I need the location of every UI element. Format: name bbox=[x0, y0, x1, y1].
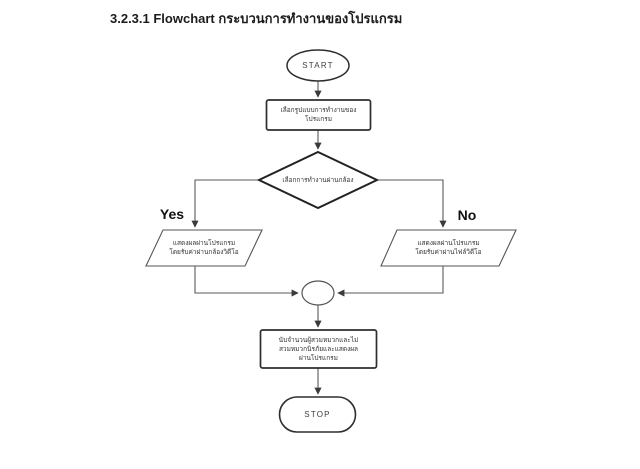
stop-node bbox=[278, 396, 357, 433]
connector-io-camera-to-merge bbox=[194, 266, 299, 297]
connector-decision-yes bbox=[191, 179, 259, 228]
process-select-node bbox=[265, 99, 372, 131]
merge-connector-node bbox=[301, 280, 335, 306]
start-node bbox=[286, 49, 350, 82]
decision-camera-node bbox=[256, 150, 380, 210]
connector-io-file-to-merge bbox=[337, 266, 444, 297]
io-camera-node bbox=[145, 229, 263, 267]
connector-decision-no bbox=[377, 179, 447, 228]
process-count-node bbox=[259, 329, 378, 369]
io-file-node bbox=[380, 229, 517, 267]
flowchart-connectors bbox=[191, 81, 447, 395]
page-title: 3.2.3.1 Flowchart กระบวนการทำงานของโปรแก… bbox=[110, 11, 403, 26]
